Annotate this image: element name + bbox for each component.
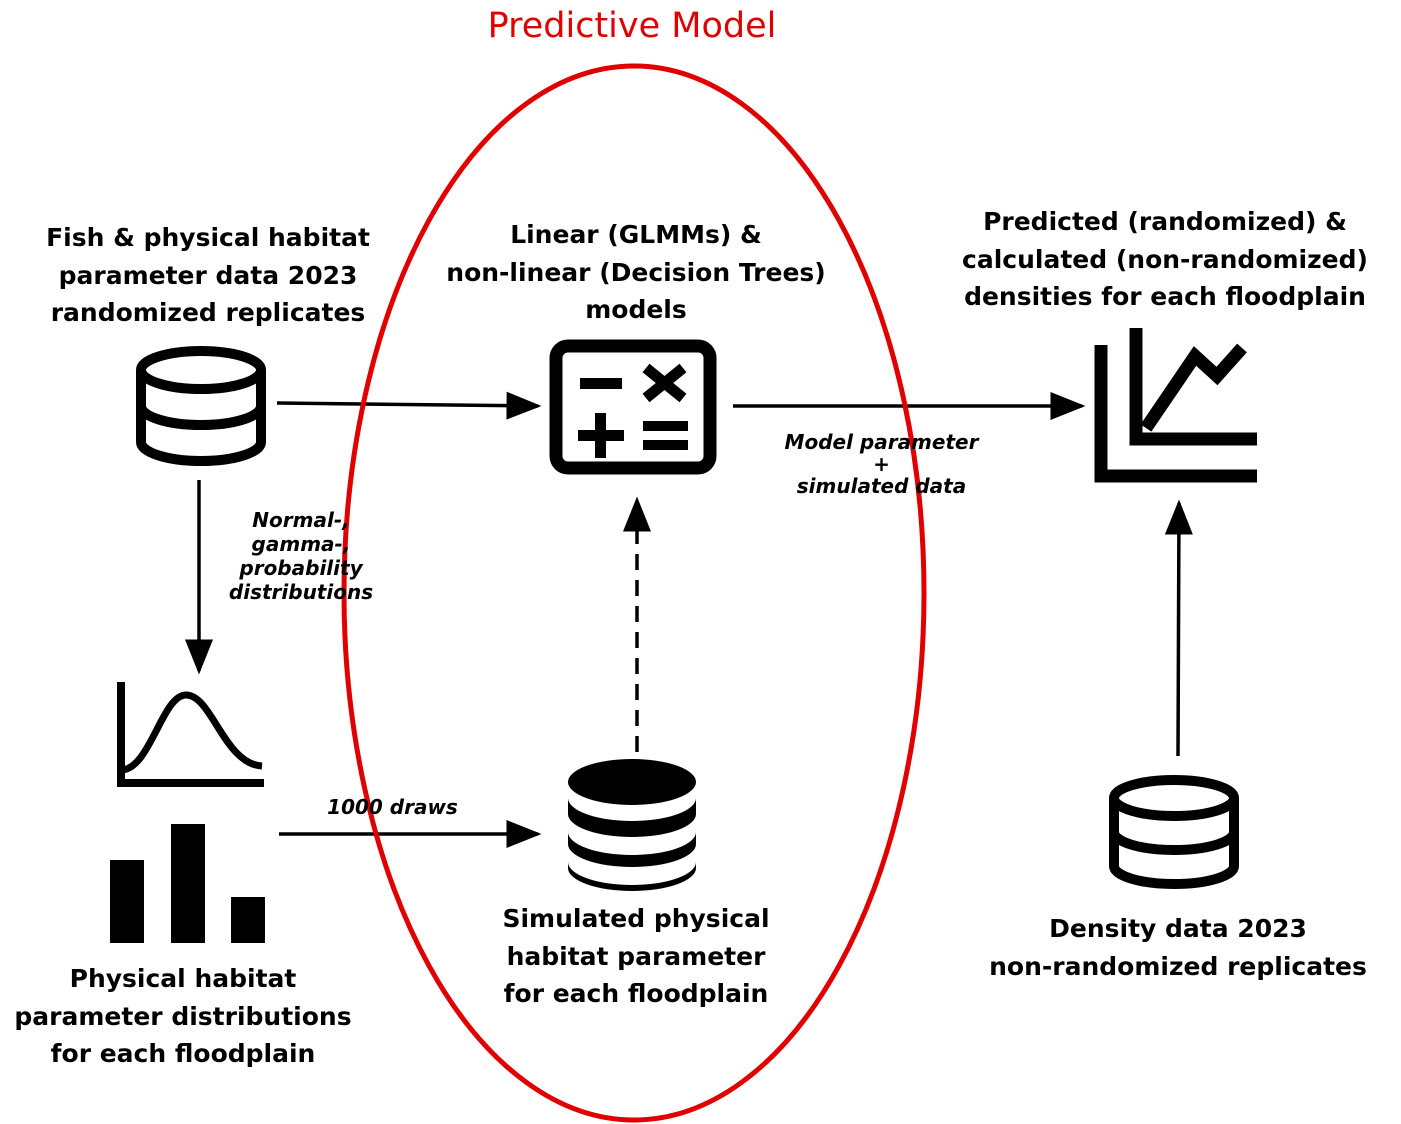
- bar-chart-icon: [110, 824, 265, 943]
- distributions-edge-label: Normal-, gamma-, probability distributio…: [228, 508, 374, 604]
- distributions-label: Physical habitat parameter distributions…: [14, 964, 352, 1068]
- model-parameter-edge-label: Model parameter + simulated data: [784, 430, 979, 498]
- predictive-model-ellipse: [341, 63, 927, 1123]
- models-label: Linear (GLMMs) & non-linear (Decision Tr…: [446, 220, 826, 324]
- database-icon: [136, 346, 266, 466]
- bell-curve-icon: [117, 682, 264, 787]
- fish-data-label: Fish & physical habitat parameter data 2…: [46, 223, 370, 327]
- calculator-icon: [549, 339, 717, 475]
- database-icon: [1109, 775, 1239, 889]
- database-icon: [568, 759, 696, 891]
- density-label: Density data 2023 non-randomized replica…: [989, 914, 1367, 981]
- draws-edge-label: 1000 draws: [327, 795, 458, 819]
- simulated-label: Simulated physical habitat parameter for…: [502, 904, 770, 1008]
- predicted-label: Predicted (randomized) & calculated (non…: [962, 207, 1368, 311]
- predictive-model-title: Predictive Model: [487, 6, 777, 46]
- line-chart-icon: [1094, 328, 1257, 483]
- arrow-data-to-models: [276, 391, 542, 420]
- arrow-density-to-predicted: [1164, 499, 1193, 757]
